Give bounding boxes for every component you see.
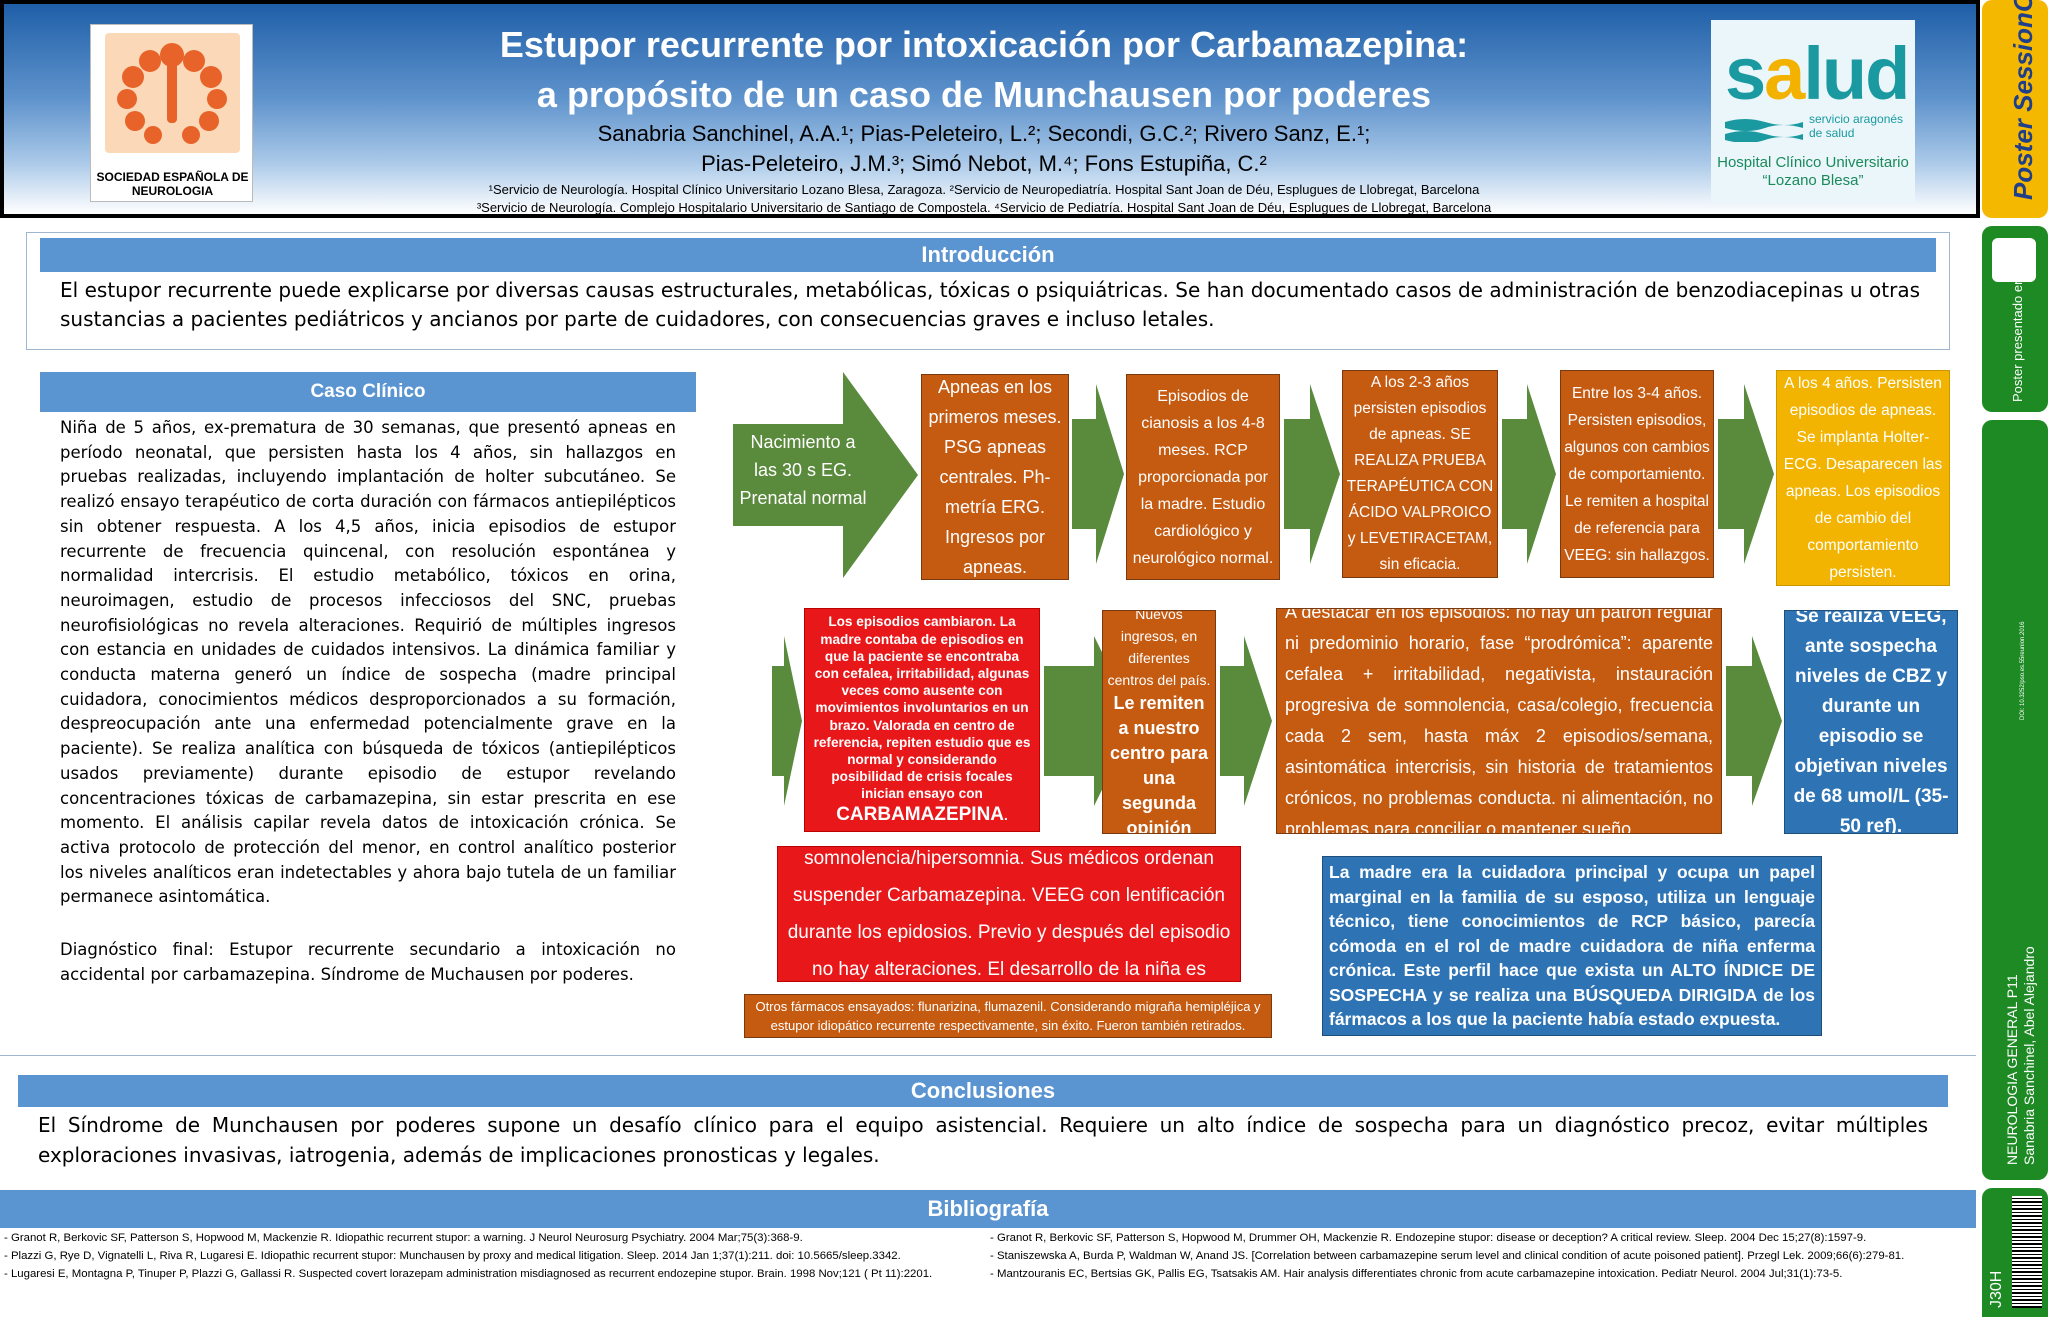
side-presented-panel: Poster presentado en: [1982,226,2048,412]
presented-label: Poster presentado en: [2010,274,2025,402]
flow-arrow-8 [1726,636,1782,806]
conclusions-section [0,1055,1976,1170]
session-label: NEUROLOGIA GENERAL P11 Sanabria Sanchine… [2004,946,2037,1165]
affiliation-line-2: ³Servicio de Neurología. Complejo Hospit… [476,200,1492,215]
introduction-text: El estupor recurrente puede explicarse p… [60,278,1920,331]
clinical-case-text: Niña de 5 años, ex-prematura de 30 seman… [60,418,676,907]
barcode-icon [2012,1196,2042,1308]
flow-box-mother-profile: La madre era la cuidadora principal y oc… [1322,856,1822,1036]
flow-arrow-start [733,372,918,578]
flow-box-cbz-levels: Se realiza VEEG, ante sospecha niveles d… [1784,610,1958,834]
brain-emblem-icon [105,33,240,153]
poster-title-line-1: Estupor recurrente por intoxicación por … [499,24,1469,65]
clinical-case-heading: Caso Clínico [40,372,696,412]
bibliography-item: - Mantzouranis EC, Bertsias GK, Pallis E… [990,1268,1843,1280]
authors-line-2: Pias-Peleteiro, J.M.³; Simó Nebot, M.⁴; … [701,151,1267,176]
bibliography-heading: Bibliografía [0,1190,1976,1228]
poster-session-online-badge: Poster SessionOnline [1982,0,2048,218]
poster-title-line-2: a propósito de un caso de Munchausen por… [536,74,1432,115]
flow-box-episode-features: A destacar en los episodios: no hay un p… [1276,608,1722,834]
conclusions-heading: Conclusiones [18,1075,1948,1107]
salud-wave-icon [1725,119,1803,142]
flow-arrow-5 [772,636,802,806]
authors-line-1: Sanabria Sanchinel, A.A.¹; Pias-Peleteir… [597,121,1371,146]
bibliography-item: - Granot R, Berkovic SF, Patterson S, Ho… [4,1232,803,1244]
flow-box-suspend-carbamazepine: Mutan los episodios, ahora predomina la … [777,846,1241,982]
flow-box-birth: Nacimiento a las 30 s EG. Prenatal norma… [739,432,867,508]
flow-arrow-4 [1718,384,1774,564]
flow-box-other-drugs: Otros fármacos ensayados: flunarizina, f… [744,994,1272,1038]
flow-box-apneas: Apneas en los primeros meses. PSG apneas… [921,374,1069,580]
flow-arrow-2 [1284,384,1340,564]
flow-arrow-1 [1072,384,1124,564]
hospital-name: Hospital Clínico Universitario “Lozano B… [1717,154,1909,189]
flow-box-holter: A los 4 años. Persisten episodios de apn… [1776,370,1950,586]
bibliography-item: - Staniszewska A, Burda P, Waldman W, An… [990,1250,1905,1262]
flow-box-cyanosis: Episodios de cianosis a los 4-8 meses. R… [1126,374,1280,580]
flow-box-veeg-normal: Entre los 3-4 años. Persisten episodios,… [1560,370,1714,578]
bibliography-item: - Granot R, Berkovic SF, Patterson S, Ho… [990,1232,1867,1244]
flow-arrow-3 [1502,384,1556,564]
bibliography-item: - Lugaresi E, Montagna P, Tinuper P, Pla… [4,1268,933,1280]
side-code-panel: J30H [1982,1188,2048,1317]
flow-box-carbamazepine-start: Los episodios cambiaron. La madre contab… [804,608,1040,832]
sen-logo-text: SOCIEDAD ESPAÑOLA DE NEUROLOGIA [96,170,249,198]
final-diagnosis-text: Diagnóstico final: Estupor recurrente se… [60,940,676,984]
brand-text: Poster SessionOnline [2008,0,2038,200]
flow-box-valproic-trial: A los 2-3 años persisten episodios de ap… [1342,370,1498,578]
flow-arrow-7 [1220,636,1272,806]
conclusions-text: El Síndrome de Munchausen por poderes su… [38,1113,1928,1167]
poster-code: J30H [1988,1270,2005,1308]
poster-header: SOCIEDAD ESPAÑOLA DE NEUROLOGIA Estupor … [0,0,1980,218]
salud-logo: salud servicio aragonés de salud Hospita… [1711,20,1915,202]
flow-box-referral: Nuevos ingresos, en diferentes centros d… [1102,610,1216,834]
salud-subtitle: servicio aragonés de salud [1809,112,1904,140]
doi-text: DOI: 10.3252/pso.es.55reunion.2016 [2020,621,2026,720]
bibliography-item: - Plazzi G, Rye D, Vignatelli L, Riva R,… [4,1250,901,1262]
introduction-heading: Introducción [40,238,1936,272]
sen-mini-logo-icon [1992,238,2036,282]
side-session-panel: DOI: 10.3252/pso.es.55reunion.2016 NEURO… [1982,420,2048,1180]
salud-wordmark: salud [1725,32,1910,115]
sen-logo: SOCIEDAD ESPAÑOLA DE NEUROLOGIA [90,24,253,202]
affiliation-line-1: ¹Servicio de Neurología. Hospital Clínic… [488,182,1480,197]
